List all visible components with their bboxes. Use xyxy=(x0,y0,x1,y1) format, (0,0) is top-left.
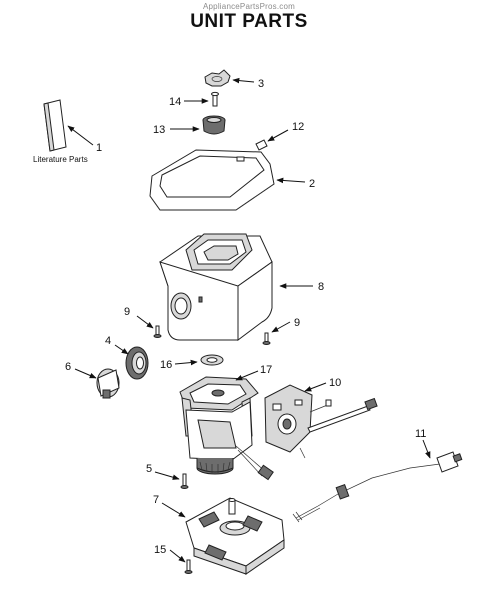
callout-4: 4 xyxy=(105,335,111,347)
callout-9-right: 9 xyxy=(294,317,300,329)
screw-9-right[interactable] xyxy=(262,332,271,345)
callout-3: 3 xyxy=(258,78,264,90)
washer[interactable] xyxy=(200,354,224,366)
callout-8: 8 xyxy=(318,281,324,293)
callout-1: 1 xyxy=(96,142,102,154)
screw-15[interactable] xyxy=(184,559,193,574)
dial-bezel[interactable] xyxy=(125,346,149,380)
callout-14: 14 xyxy=(169,96,181,108)
callout-2: 2 xyxy=(309,178,315,190)
page-title: UNIT PARTS xyxy=(190,11,308,32)
callout-13: 13 xyxy=(153,124,165,136)
callout-9-left: 9 xyxy=(124,306,130,318)
screw-14[interactable] xyxy=(211,91,219,107)
literature-parts-label: Literature Parts xyxy=(33,155,88,164)
callout-11: 11 xyxy=(415,428,426,440)
callout-16: 16 xyxy=(160,359,172,371)
power-cord[interactable] xyxy=(292,451,463,523)
callout-5: 5 xyxy=(146,463,152,475)
screw-5[interactable] xyxy=(180,473,189,489)
callout-10: 10 xyxy=(329,377,341,389)
clip-12[interactable] xyxy=(255,139,268,151)
callout-15: 15 xyxy=(154,544,166,556)
top-nut[interactable] xyxy=(204,69,231,87)
control-knob[interactable] xyxy=(96,368,120,399)
motor-assembly[interactable] xyxy=(179,376,274,481)
screw-9-left[interactable] xyxy=(153,325,162,338)
literature-booklet[interactable] xyxy=(43,99,67,152)
callout-6: 6 xyxy=(65,361,71,373)
watermark: AppliancePartsPros.com xyxy=(203,2,295,11)
callout-17: 17 xyxy=(260,364,272,376)
base-housing[interactable] xyxy=(159,233,273,341)
drive-coupler[interactable] xyxy=(202,115,226,135)
callout-12: 12 xyxy=(292,121,304,133)
base-plate[interactable] xyxy=(185,497,285,575)
control-board[interactable] xyxy=(264,384,378,459)
callout-7: 7 xyxy=(153,494,159,506)
trim-ring[interactable] xyxy=(149,149,275,211)
leader-lines xyxy=(67,77,431,563)
